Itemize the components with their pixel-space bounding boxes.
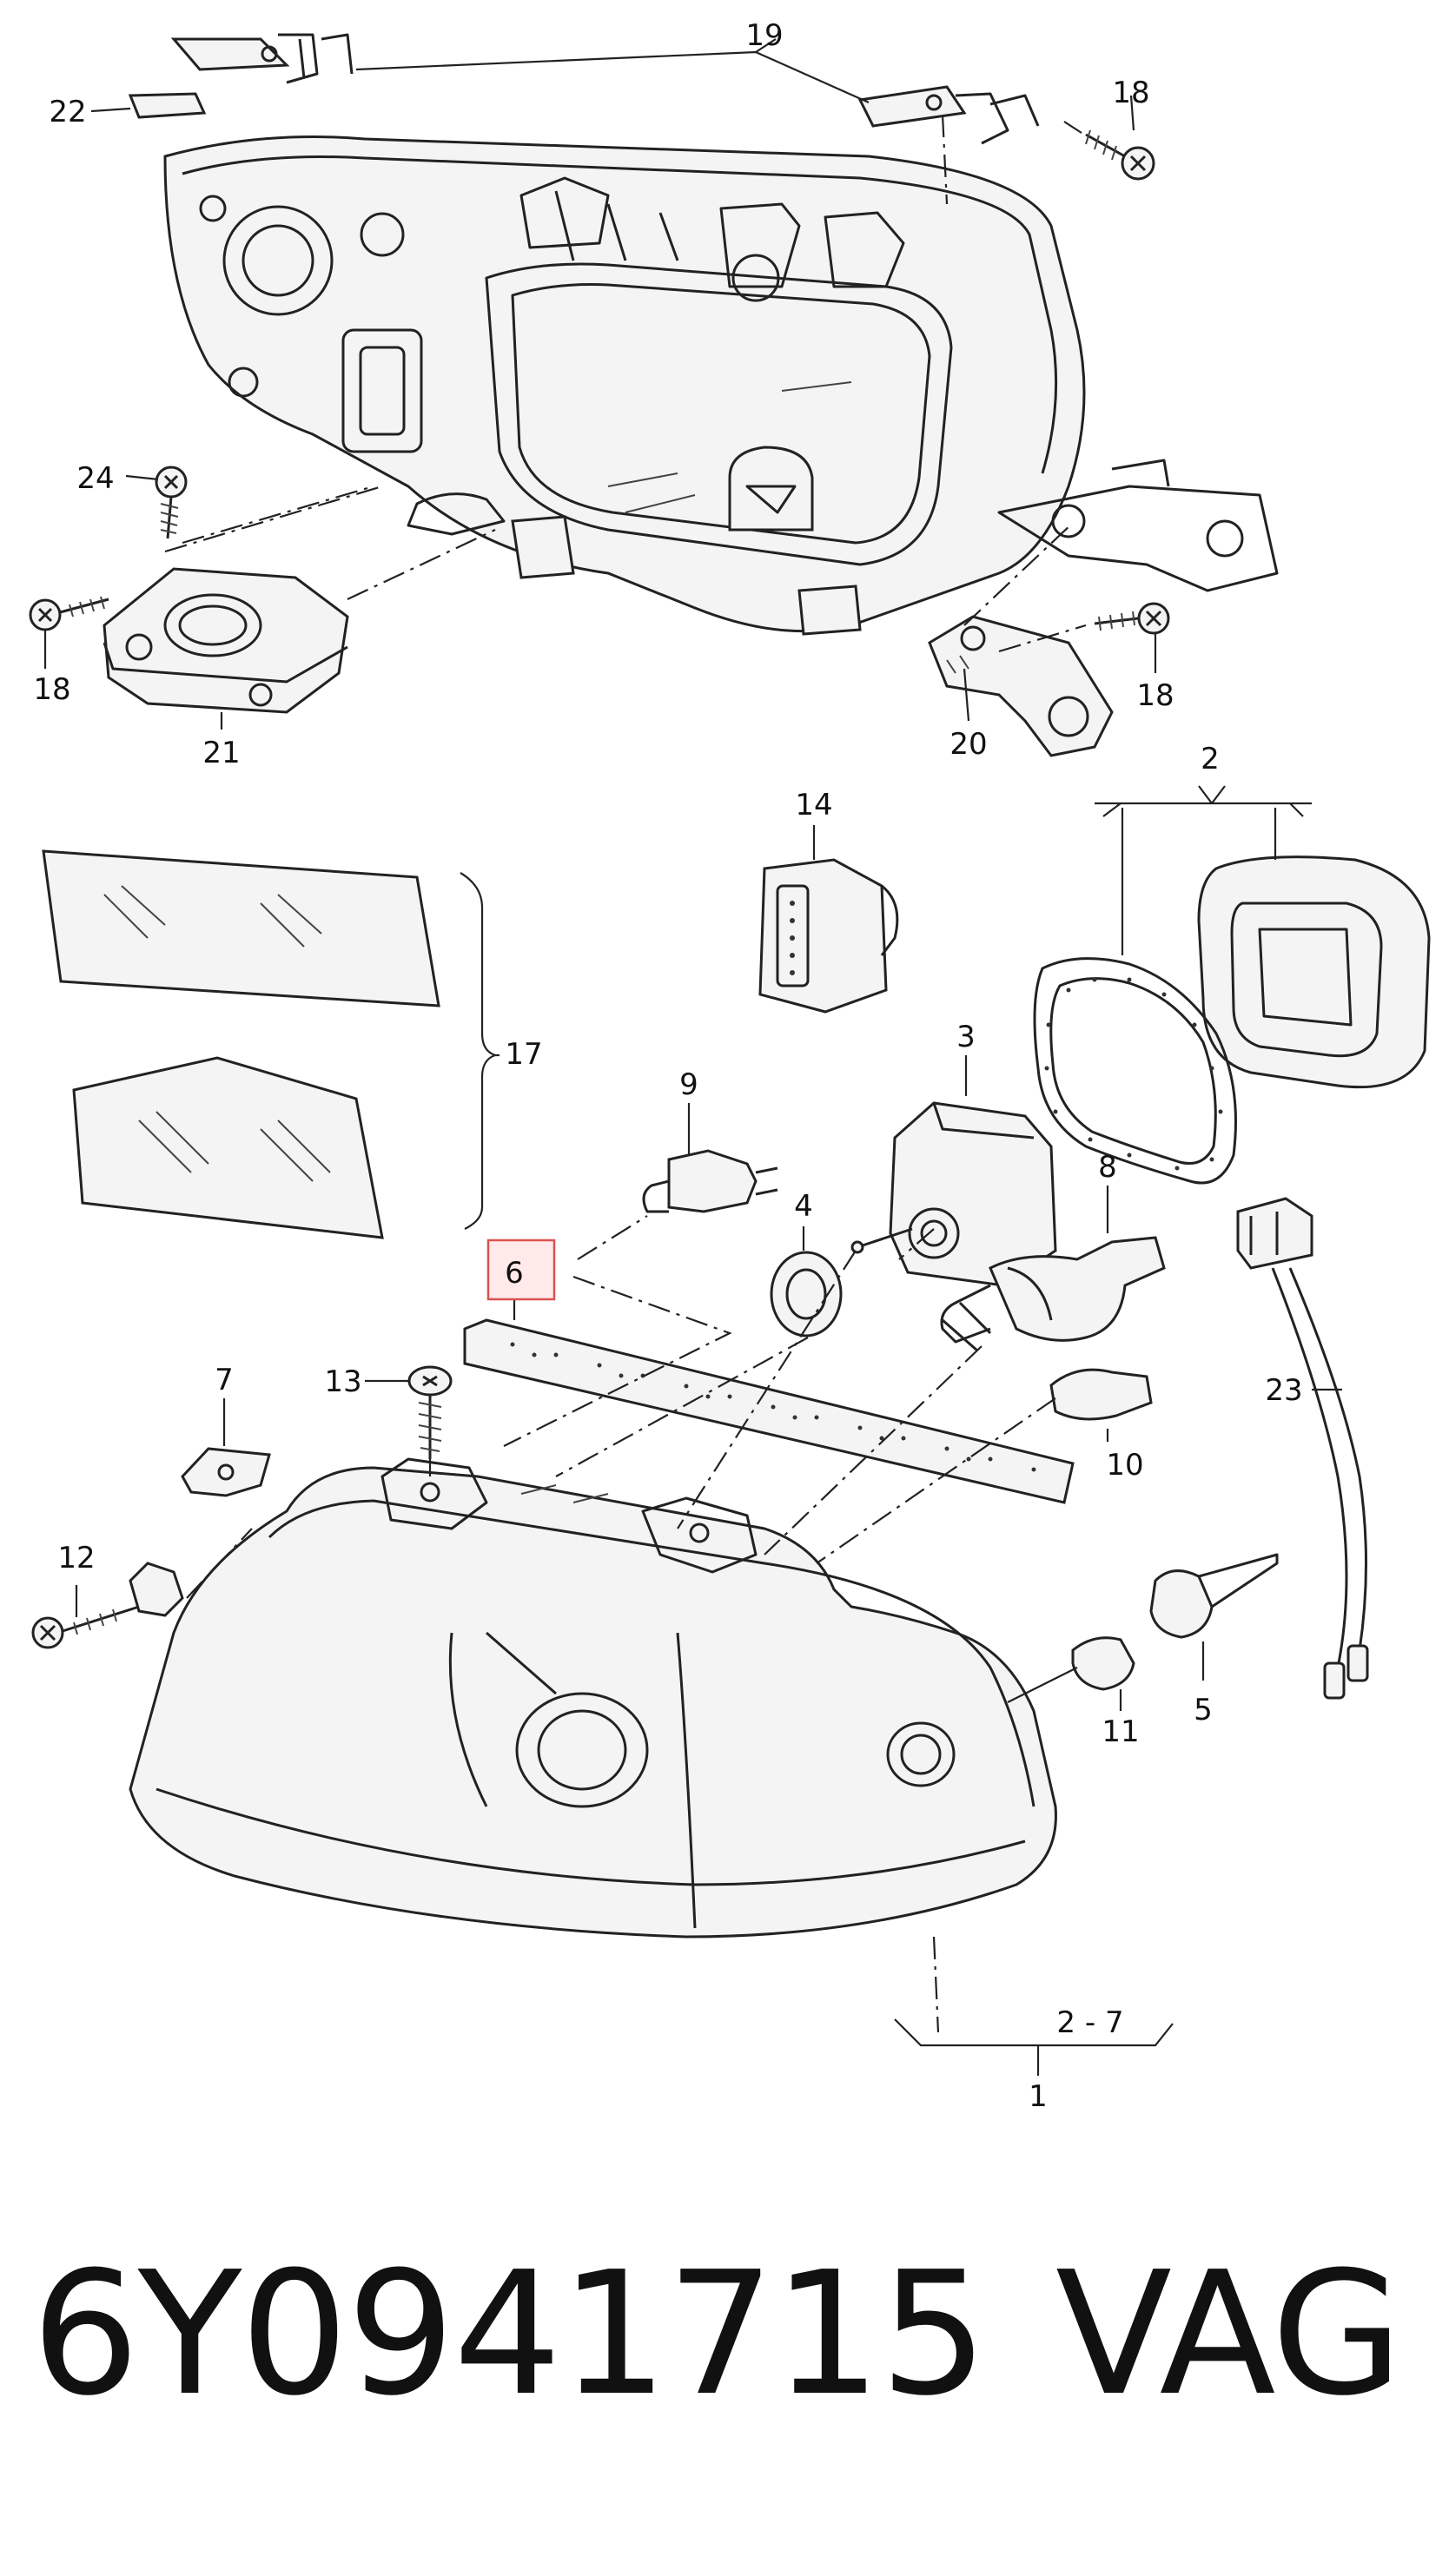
brand-name: VAG: [1055, 2236, 1403, 2434]
clip-19-left: [170, 33, 354, 84]
headlight-exploded-diagram: 19 22 18 24 18 21 20 18 2 14 17 3 9 8 4 …: [29, 18, 1431, 2114]
callout-18-left: 18: [33, 672, 70, 707]
callout-2: 2: [1201, 742, 1220, 776]
wiring-harness-23: [1236, 1197, 1369, 1700]
gasket-dots: [1044, 977, 1223, 1171]
screw-13: [365, 1365, 453, 1459]
screw-18-right: [1094, 602, 1170, 635]
connector-14: [758, 825, 899, 1014]
callout-19: 19: [745, 18, 783, 53]
callout-9: 9: [679, 1067, 698, 1102]
callout-23: 23: [1265, 1373, 1302, 1408]
callout-labels: 19 22 18 24 18 21 20 18 2 14 17 3 9 8 4 …: [33, 18, 1302, 2114]
part-footer: 6Y0941715 VAG: [0, 2249, 1449, 2510]
clip-7: [181, 1398, 271, 1497]
bracket-20: [928, 615, 1114, 757]
callout-22: 22: [49, 95, 86, 129]
clip-22: [128, 92, 207, 119]
bulb-holder-5: [1149, 1553, 1279, 1681]
clip-19-right: [857, 85, 1040, 145]
callout-21: 21: [202, 736, 240, 770]
bulb-11: [1071, 1636, 1135, 1711]
callout-5: 5: [1194, 1693, 1213, 1727]
screw-18-left: [29, 596, 109, 631]
callout-6: 6: [505, 1256, 524, 1291]
lens-covers-17: [42, 849, 500, 1239]
callout-20: 20: [949, 727, 987, 762]
callout-14: 14: [795, 788, 832, 822]
callout-3: 3: [956, 1020, 976, 1054]
bracket-21: [103, 567, 349, 714]
bulb-10: [1049, 1368, 1153, 1442]
callout-7: 7: [215, 1363, 234, 1397]
callout-17: 17: [505, 1037, 542, 1072]
callout-24: 24: [76, 461, 114, 496]
seal-strip-6: [463, 1298, 1075, 1504]
bulb-9: [642, 1103, 778, 1213]
dust-cap-gasket-2: [1033, 785, 1431, 1185]
callout-18-top: 18: [1112, 76, 1149, 110]
callout-range-2-7: 2 - 7: [1056, 2005, 1123, 2040]
screw-24: [155, 466, 188, 539]
strip-dots: [510, 1342, 1036, 1472]
headlight-housing-rear: [163, 135, 1279, 636]
mid-leader-lines: [186, 1215, 1174, 2076]
callout-11: 11: [1102, 1714, 1139, 1749]
callout-4: 4: [794, 1189, 813, 1224]
callout-1: 1: [1029, 2079, 1048, 2114]
callout-12: 12: [57, 1541, 95, 1575]
bulb-8: [940, 1186, 1166, 1352]
range-motor-3: [850, 1055, 1057, 1287]
headlight-housing-front: [129, 1457, 1057, 1939]
callout-8: 8: [1098, 1150, 1117, 1185]
highlight-callout-6: [486, 1238, 556, 1301]
callout-18-right: 18: [1136, 678, 1174, 713]
callout-10: 10: [1106, 1448, 1143, 1483]
part-number: 6Y0941715: [31, 2236, 988, 2434]
screw-18-top: [1085, 129, 1155, 181]
screw-12: [31, 1562, 184, 1649]
seal-ring-4: [770, 1226, 843, 1338]
top-leader-lines: [43, 38, 1157, 730]
callout-13: 13: [324, 1364, 361, 1399]
